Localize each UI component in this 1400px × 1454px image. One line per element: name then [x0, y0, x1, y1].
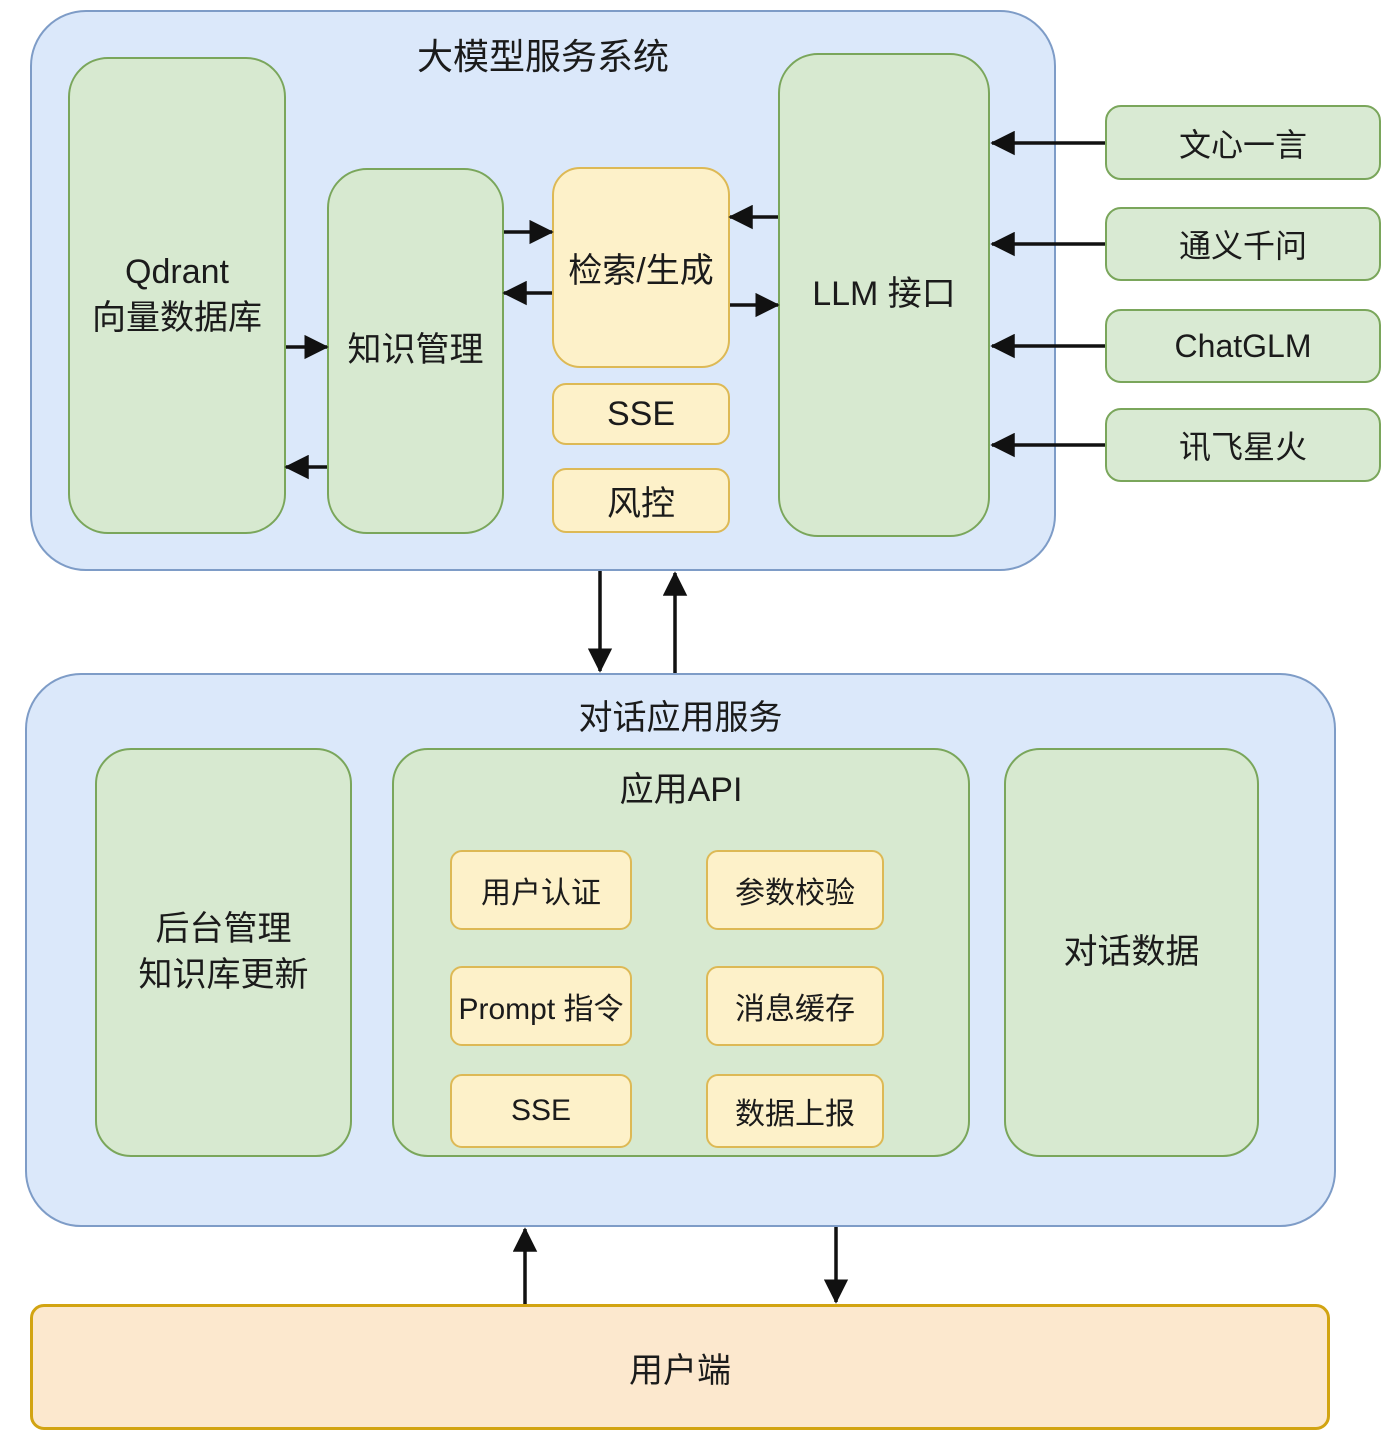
sse-box-api: SSE: [450, 1074, 632, 1148]
chat-app-service-title: 对话应用服务: [578, 699, 783, 737]
knowledge-management-box: 知识管理: [327, 168, 504, 534]
prompt-instruction-box: Prompt 指令: [450, 966, 632, 1046]
provider-chatglm-box: ChatGLM: [1105, 309, 1381, 383]
data-report-box: 数据上报: [706, 1074, 884, 1148]
sse-box-top: SSE: [552, 383, 730, 445]
risk-control-box: 风控: [552, 468, 730, 533]
admin-knowledge-update-box: 后台管理 知识库更新: [95, 748, 352, 1157]
chat-data-box: 对话数据: [1004, 748, 1259, 1157]
retrieval-generation-box: 检索/生成: [552, 167, 730, 368]
param-validation-box: 参数校验: [706, 850, 884, 930]
client-box: 用户端: [30, 1304, 1330, 1430]
llm-service-system-title: 大模型服务系统: [416, 36, 669, 77]
llm-interface-box: LLM 接口: [778, 53, 990, 537]
qdrant-vector-db-box: Qdrant 向量数据库: [68, 57, 286, 534]
user-auth-box: 用户认证: [450, 850, 632, 930]
app-api-title: 应用API: [619, 771, 743, 809]
message-cache-box: 消息缓存: [706, 966, 884, 1046]
provider-tongyiqianwen-box: 通义千问: [1105, 207, 1381, 281]
provider-wenxinyiyan-box: 文心一言: [1105, 105, 1381, 180]
provider-xunfeixinghuo-box: 讯飞星火: [1105, 408, 1381, 482]
